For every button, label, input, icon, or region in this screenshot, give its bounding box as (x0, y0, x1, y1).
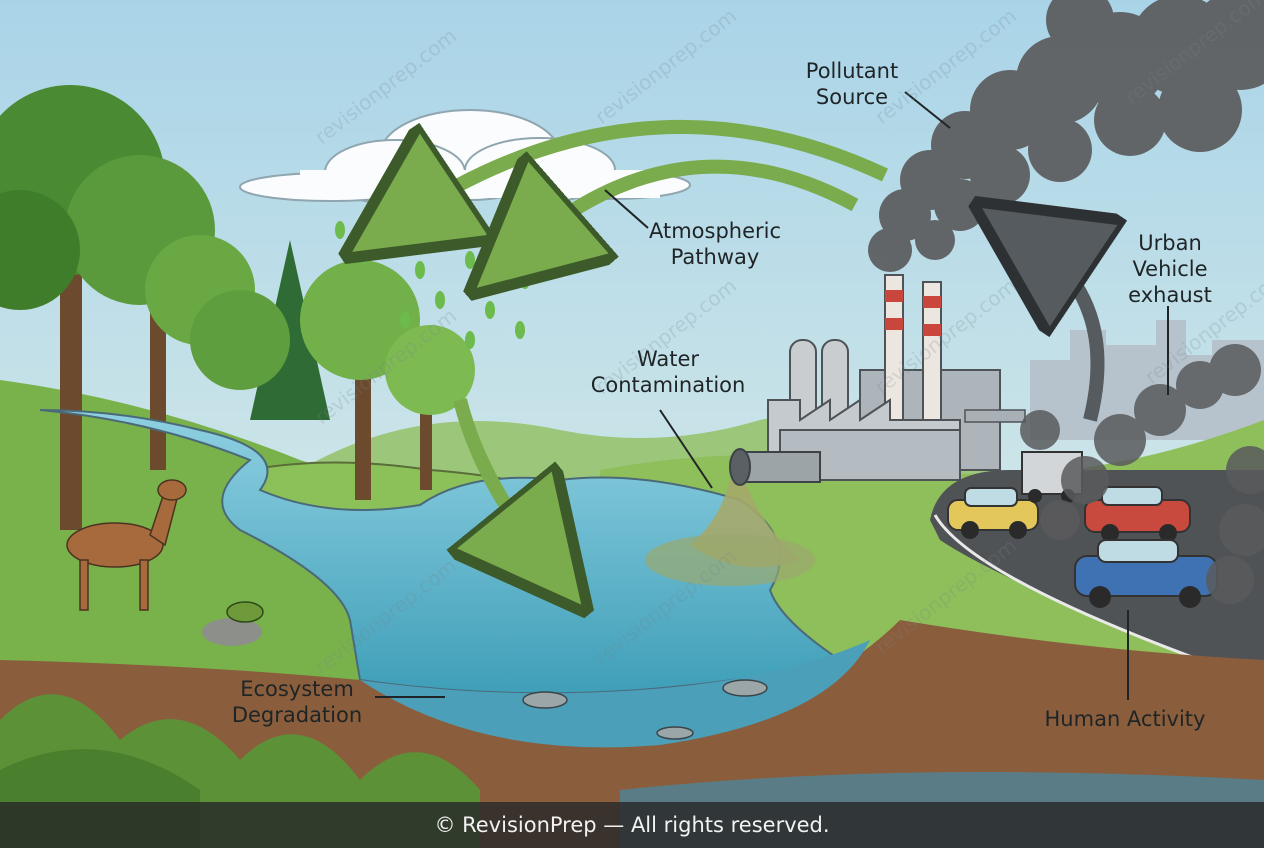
copyright-footer: © RevisionPrep — All rights reserved. (0, 802, 1264, 848)
discharge-pipe (729, 448, 821, 486)
label-line: Ecosystem (240, 677, 354, 701)
label-human-activity: Human Activity (1030, 706, 1220, 732)
label-line: Human Activity (1044, 707, 1206, 731)
yellow-car (947, 487, 1039, 539)
label-line: Degradation (231, 703, 363, 727)
label-line: exhaust (1128, 283, 1212, 307)
road-edge (933, 514, 1201, 662)
label-atmospheric-pathway: Atmospheric Pathway (630, 218, 800, 270)
rainfall-arrow (460, 398, 545, 560)
deer (66, 479, 187, 611)
label-line: Source (815, 85, 889, 109)
forest-trees (0, 85, 475, 530)
label-line: Contamination (590, 373, 746, 397)
fish (522, 679, 768, 740)
label-line: Water (636, 347, 700, 371)
label-line: Pathway (670, 245, 760, 269)
exhaust-smoke (1020, 344, 1264, 604)
emission-arrow (1030, 240, 1098, 422)
label-line: Vehicle (1132, 257, 1208, 281)
frog (202, 601, 264, 646)
leader-lines (375, 91, 1169, 700)
label-line: Atmospheric (648, 219, 782, 243)
label-line: Urban (1138, 231, 1202, 255)
factory-smoke (868, 0, 1264, 272)
red-car (1084, 486, 1191, 542)
underground-water (360, 640, 870, 748)
atmospheric-arrow-inner (520, 167, 859, 250)
label-water-contamination: Water Contamination (578, 346, 758, 398)
river (39, 409, 843, 695)
factory (767, 274, 1026, 481)
blue-car (1074, 539, 1218, 608)
label-pollutant-source: Pollutant Source (782, 58, 922, 110)
label-line: Pollutant (805, 59, 899, 83)
polluted-pool (645, 534, 815, 586)
label-ecosystem-degradation: Ecosystem Degradation (222, 676, 372, 728)
label-urban-vehicle-exhaust: Urban Vehicle exhaust (1110, 230, 1230, 308)
